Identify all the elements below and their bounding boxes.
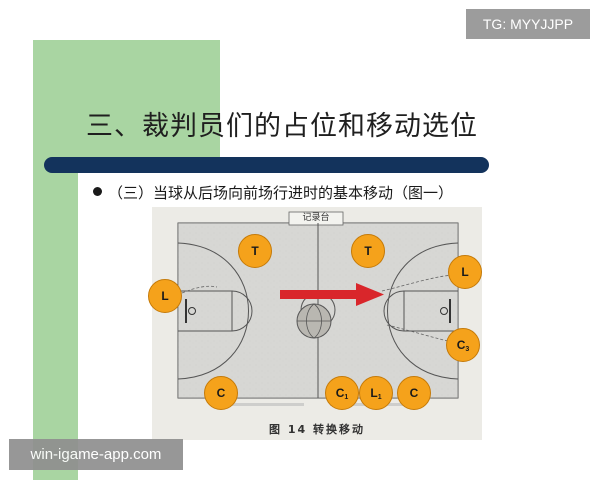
tg-badge: TG: MYYJJPP bbox=[466, 9, 590, 39]
official-T-left: T bbox=[238, 234, 272, 268]
figure-caption: 图 14 转换移动 bbox=[269, 423, 365, 436]
official-T-right: T bbox=[351, 234, 385, 268]
title-underline-bar bbox=[44, 157, 489, 173]
transition-arrow-head bbox=[356, 283, 384, 306]
decorative-green-strip bbox=[33, 158, 78, 480]
official-C-right: C bbox=[397, 376, 431, 410]
decorative-green-block bbox=[33, 40, 220, 158]
official-C-left: C bbox=[204, 376, 238, 410]
slide-title: 三、裁判员们的占位和移动选位 bbox=[86, 111, 478, 142]
scorer-table-label: 记录台 bbox=[302, 213, 330, 223]
court-drawing bbox=[152, 207, 482, 440]
transition-arrow-shaft bbox=[280, 290, 358, 299]
official-L-left: L bbox=[148, 279, 182, 313]
bullet-icon bbox=[93, 187, 102, 196]
bullet-text: （三）当球从后场向前场行进时的基本移动（图一） bbox=[108, 184, 454, 202]
official-L-right: L bbox=[448, 255, 482, 289]
site-watermark: win-igame-app.com bbox=[9, 439, 183, 470]
